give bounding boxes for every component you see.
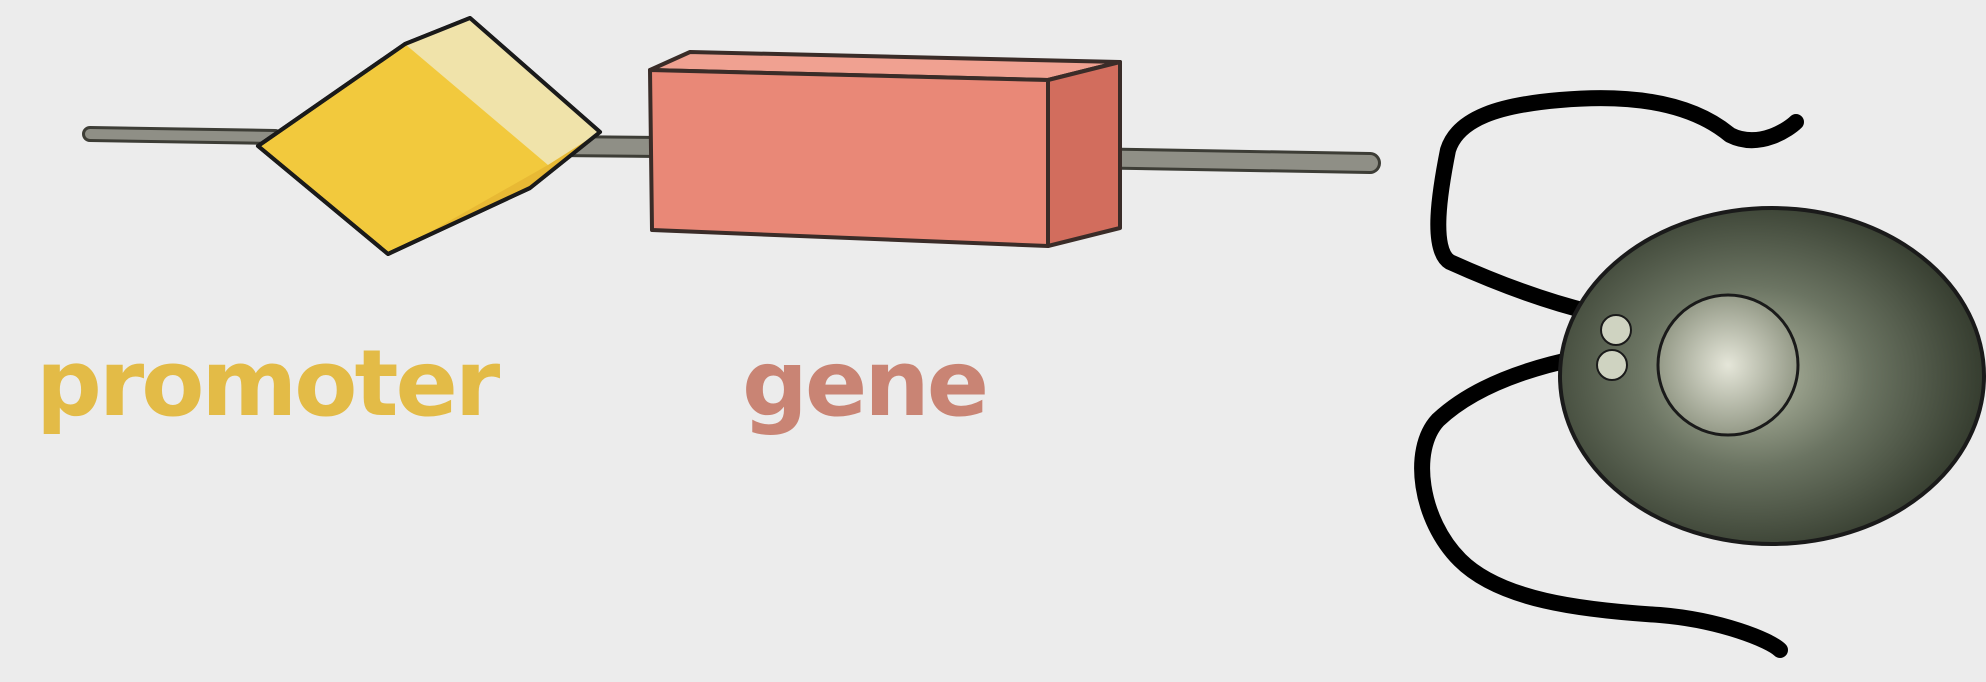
promoter-diamond-icon xyxy=(258,18,600,254)
gene-box-icon xyxy=(650,52,1120,246)
promoter-label: promoter xyxy=(36,330,501,437)
bacterium-cell-icon xyxy=(1560,208,1984,544)
gene-label: gene xyxy=(742,330,986,437)
